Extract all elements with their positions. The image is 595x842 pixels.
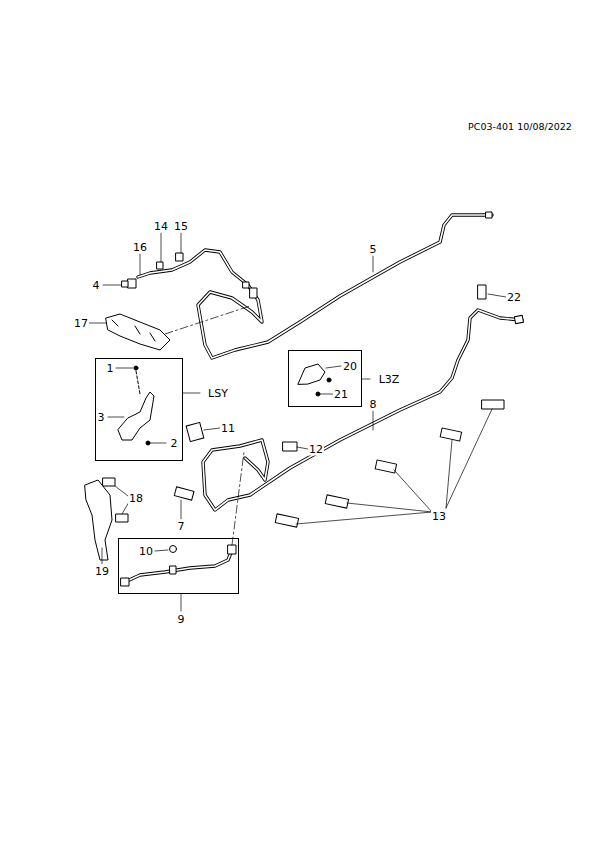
callout-number: 4	[92, 279, 101, 292]
callout-number: 20	[342, 360, 358, 373]
pipe-8	[203, 310, 522, 510]
callout-number: 3	[97, 411, 106, 424]
callout-number: 18	[128, 492, 144, 505]
callout-number: 7	[177, 520, 186, 533]
callout-number: 21	[333, 388, 349, 401]
callout-number: 8	[369, 398, 378, 411]
drawing-reference: PC03-401 10/08/2022	[467, 121, 573, 133]
callout-number: 17	[73, 317, 89, 330]
callout-number: 5	[369, 243, 378, 256]
variant-box: 132LSY	[95, 358, 183, 461]
variant-code: 9	[177, 613, 186, 626]
variant-code: LSY	[207, 387, 229, 400]
callout-number: 22	[506, 291, 522, 304]
callout-number: 11	[220, 422, 236, 435]
callout-number: 19	[94, 565, 110, 578]
callout-number: 15	[173, 220, 189, 233]
variant-box: 2021L3Z	[288, 350, 362, 407]
variant-box: 109	[118, 538, 239, 594]
variant-code: L3Z	[378, 373, 401, 386]
callout-number: 10	[138, 545, 154, 558]
pipe-5	[138, 215, 492, 358]
callout-number: 12	[308, 443, 324, 456]
callout-number: 1	[106, 362, 115, 375]
callout-number: 2	[170, 437, 179, 450]
callout-number: 13	[431, 510, 447, 523]
callout-number: 14	[153, 220, 169, 233]
callout-number: 16	[132, 241, 148, 254]
